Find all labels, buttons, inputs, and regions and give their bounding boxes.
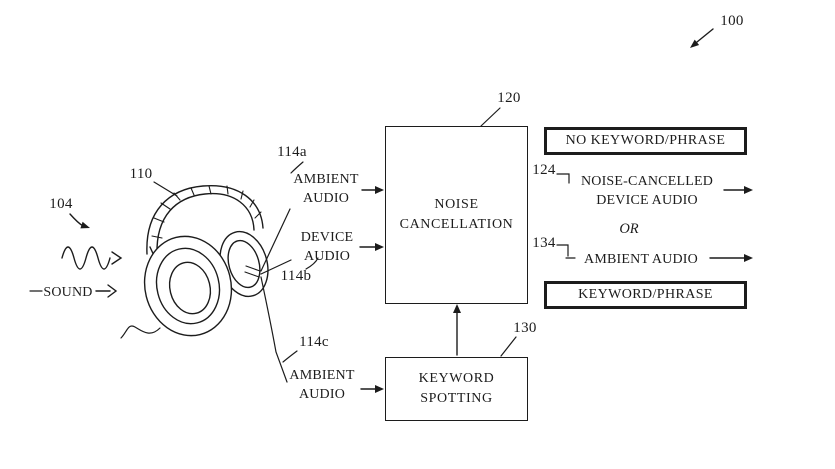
bracket-ref-124: [556, 173, 570, 184]
sound-wave: [61, 246, 123, 270]
arrow-ref-104-shaft: [69, 213, 84, 227]
leader-ref-114a: [290, 161, 304, 174]
no-keyword-phrase-box: NO KEYWORD/PHRASE: [544, 127, 747, 155]
ref-label-100: 100: [720, 13, 744, 29]
keyword-phrase-box: KEYWORD/PHRASE: [544, 281, 747, 309]
signal-label-line: AMBIENT: [293, 172, 359, 187]
block-label-line: CANCELLATION: [399, 217, 514, 232]
ref-label-134: 134: [532, 235, 556, 251]
arrowhead: [690, 39, 700, 48]
ref-label-114c: 114c: [299, 334, 329, 350]
leader-ref-114b: [305, 257, 319, 270]
leader-ref-120: [480, 107, 501, 127]
or-label: OR: [619, 221, 639, 237]
headband-outer: [146, 184, 264, 255]
arrowhead: [744, 186, 753, 194]
ref-label-110: 110: [129, 166, 153, 182]
output-label-noise-cancelled-device-audio: NOISE-CANCELLED DEVICE AUDIO: [581, 172, 713, 210]
headphone-cable: [120, 325, 161, 339]
ref-label-114a: 114a: [277, 144, 307, 160]
signal-label-line: AUDIO: [298, 387, 346, 402]
earcup-right-inner: [227, 239, 261, 289]
arrowhead: [744, 254, 753, 262]
sound-label: SOUND: [43, 285, 93, 300]
fork-line-ambient-bottom: [260, 276, 288, 383]
earcup-left-mid: [155, 247, 221, 325]
signal-label-line: AUDIO: [303, 249, 351, 264]
noise-cancellation-block: NOISE CANCELLATION: [385, 126, 528, 304]
signal-label-ambient-audio-bottom: AMBIENT AUDIO: [289, 366, 354, 404]
keyword-spotting-block: KEYWORD SPOTTING: [385, 357, 528, 421]
leader-ref-114c: [282, 350, 298, 363]
sound-wave-open-arrowhead: [111, 251, 123, 265]
arrowhead: [375, 243, 384, 251]
arrowhead: [80, 221, 90, 229]
headphones-drawing: [120, 184, 269, 339]
ref-label-120: 120: [497, 90, 521, 106]
signal-label-line: AUDIO: [302, 191, 350, 206]
signal-label-line: DEVICE: [300, 230, 354, 245]
ref-label-124: 124: [532, 162, 556, 178]
ref-label-130: 130: [513, 320, 537, 336]
block-label-line: NOISE: [434, 197, 479, 212]
arrow-sound-open-head: [107, 284, 118, 298]
earcup-left-pad: [168, 261, 212, 315]
signal-label-ambient-audio-top: AMBIENT AUDIO: [293, 170, 358, 208]
fork-line-device: [260, 259, 292, 275]
ref-label-104: 104: [49, 196, 73, 212]
output-label-line: NOISE-CANCELLED: [580, 174, 714, 189]
signal-label-line: AMBIENT: [289, 368, 355, 383]
headband-inner: [156, 192, 255, 255]
output-label-ambient-audio: AMBIENT AUDIO: [584, 252, 698, 267]
sound-squiggle: [61, 246, 111, 270]
ref-label-114b: 114b: [280, 268, 312, 284]
block-label-line: SPOTTING: [420, 391, 493, 406]
leader-ref-110: [153, 181, 178, 197]
arrowhead: [453, 304, 461, 313]
output-label-line: DEVICE AUDIO: [596, 193, 698, 208]
arrowhead: [375, 385, 384, 393]
fork-line-ambient-top: [260, 208, 291, 272]
block-label-line: KEYWORD: [418, 371, 495, 386]
bracket-ref-134: [556, 244, 569, 257]
arrow-ref-100-shaft: [696, 28, 714, 43]
leader-lines: [29, 107, 576, 383]
signal-label-device-audio: DEVICE AUDIO: [301, 228, 354, 266]
flow-arrows: [69, 28, 753, 393]
arrowhead: [375, 186, 384, 194]
earcup-connector-marks: [244, 265, 261, 278]
condition-label: KEYWORD/PHRASE: [578, 287, 713, 302]
condition-label: NO KEYWORD/PHRASE: [565, 133, 726, 148]
leader-ref-130: [500, 336, 517, 357]
